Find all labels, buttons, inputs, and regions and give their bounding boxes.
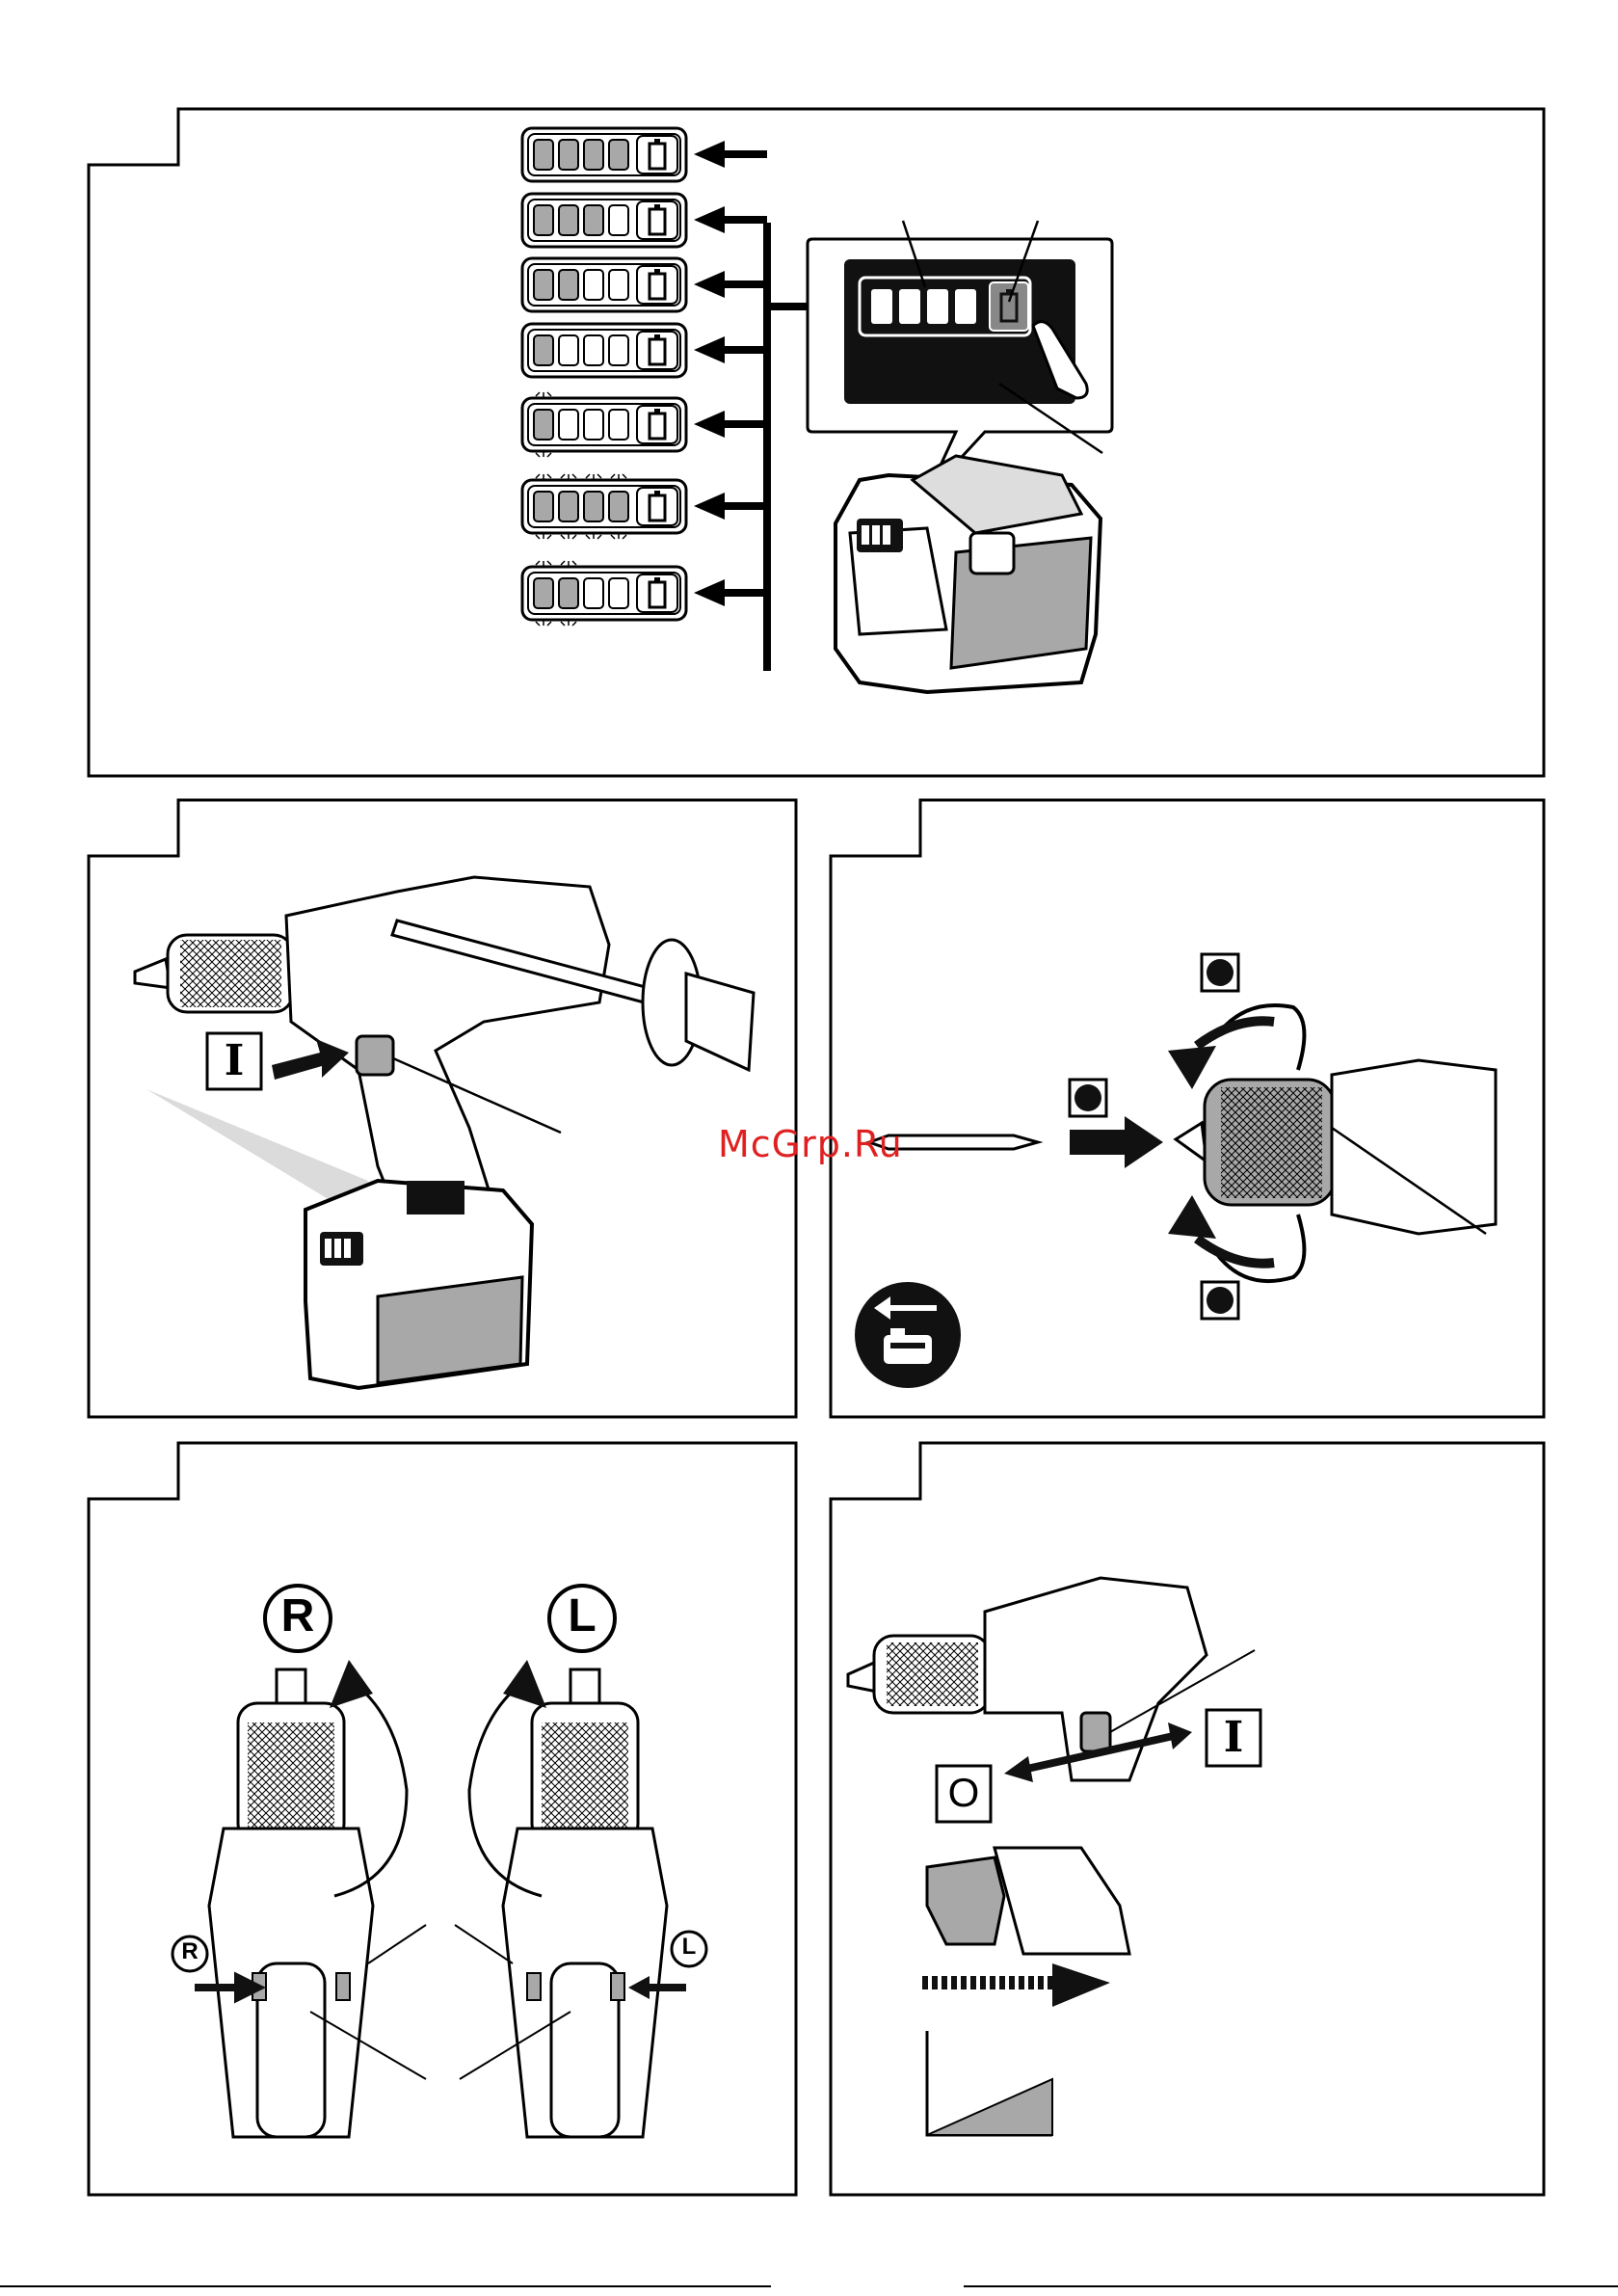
blink-mark	[536, 534, 551, 539]
arrow-head	[694, 336, 725, 363]
reverse-rotation-label: L	[562, 1589, 602, 1642]
gauge-segment	[534, 205, 553, 235]
gauge-segment	[534, 140, 553, 170]
gauge-row	[522, 194, 767, 247]
gauge-row	[522, 561, 767, 626]
blink-mark	[561, 534, 576, 539]
arrow-head	[694, 206, 725, 233]
gauge-segment	[559, 270, 578, 300]
gauge-segment	[534, 410, 553, 440]
rotation-direction-drawing	[89, 1443, 796, 2195]
gauge-segment	[609, 270, 628, 300]
arrow-head	[694, 141, 725, 168]
bit-insertion-drawing	[831, 800, 1544, 1417]
switch-speed-drawing	[831, 1443, 1544, 2195]
figure-battery-indicator	[89, 109, 1544, 776]
gauge-segment	[609, 492, 628, 521]
gauge-row	[522, 128, 767, 181]
gauge-segment	[609, 578, 628, 608]
switch-off-label: O	[944, 1770, 983, 1816]
battery-indicator-drawing	[89, 109, 1544, 776]
blink-mark	[536, 474, 551, 479]
blink-mark	[561, 561, 576, 566]
reverse-small-label: L	[677, 1934, 701, 1961]
gauge-segment	[584, 578, 603, 608]
gauge-segment	[584, 492, 603, 521]
switch-on-label: I	[1216, 1713, 1251, 1762]
gauge-segment	[609, 140, 628, 170]
gauge-rows	[522, 128, 767, 626]
gauge-segment	[559, 205, 578, 235]
gauge-segment	[584, 335, 603, 365]
drill-switch-drawing	[89, 800, 796, 1417]
blink-mark	[611, 474, 626, 479]
blink-mark	[586, 474, 601, 479]
blink-mark	[536, 561, 551, 566]
blink-mark	[586, 534, 601, 539]
remove-battery-icon	[855, 1282, 961, 1388]
gauge-segment	[559, 492, 578, 521]
blink-mark	[536, 621, 551, 626]
blink-mark	[561, 621, 576, 626]
gauge-segment	[534, 270, 553, 300]
figure-drill-switch: I	[89, 800, 796, 1417]
watermark: McGrp.Ru	[718, 1123, 903, 1165]
gauge-segment	[609, 335, 628, 365]
forward-rotation-label: R	[278, 1589, 318, 1642]
gauge-row	[522, 474, 767, 539]
gauge-segment	[584, 410, 603, 440]
gauge-segment	[559, 335, 578, 365]
gauge-segment	[534, 335, 553, 365]
blink-mark	[611, 534, 626, 539]
gauge-row	[522, 392, 767, 457]
arrow-head	[694, 411, 725, 438]
gauge-segment	[609, 205, 628, 235]
gauge-segment	[584, 270, 603, 300]
gauge-segment	[584, 140, 603, 170]
gauge-segment	[559, 410, 578, 440]
gauge-segment	[534, 492, 553, 521]
figure-bit-insertion	[831, 800, 1544, 1417]
gauge-segment	[609, 410, 628, 440]
figure-switch-speed: I O	[831, 1443, 1544, 2195]
forward-small-label: R	[178, 1938, 201, 1965]
gauge-segment	[584, 205, 603, 235]
gauge-segment	[559, 578, 578, 608]
arrow-head	[694, 271, 725, 298]
figure-rotation-direction: R L R L	[89, 1443, 796, 2195]
gauge-row	[522, 258, 767, 311]
arrow-head	[694, 493, 725, 520]
gauge-row	[522, 324, 767, 377]
switch-label: I	[218, 1036, 251, 1085]
blink-mark	[536, 452, 551, 457]
gauge-segment	[534, 578, 553, 608]
arrow-head	[694, 579, 725, 606]
blink-mark	[536, 392, 551, 397]
bottom-rule	[0, 2283, 1618, 2296]
gauge-segment	[559, 140, 578, 170]
blink-mark	[561, 474, 576, 479]
